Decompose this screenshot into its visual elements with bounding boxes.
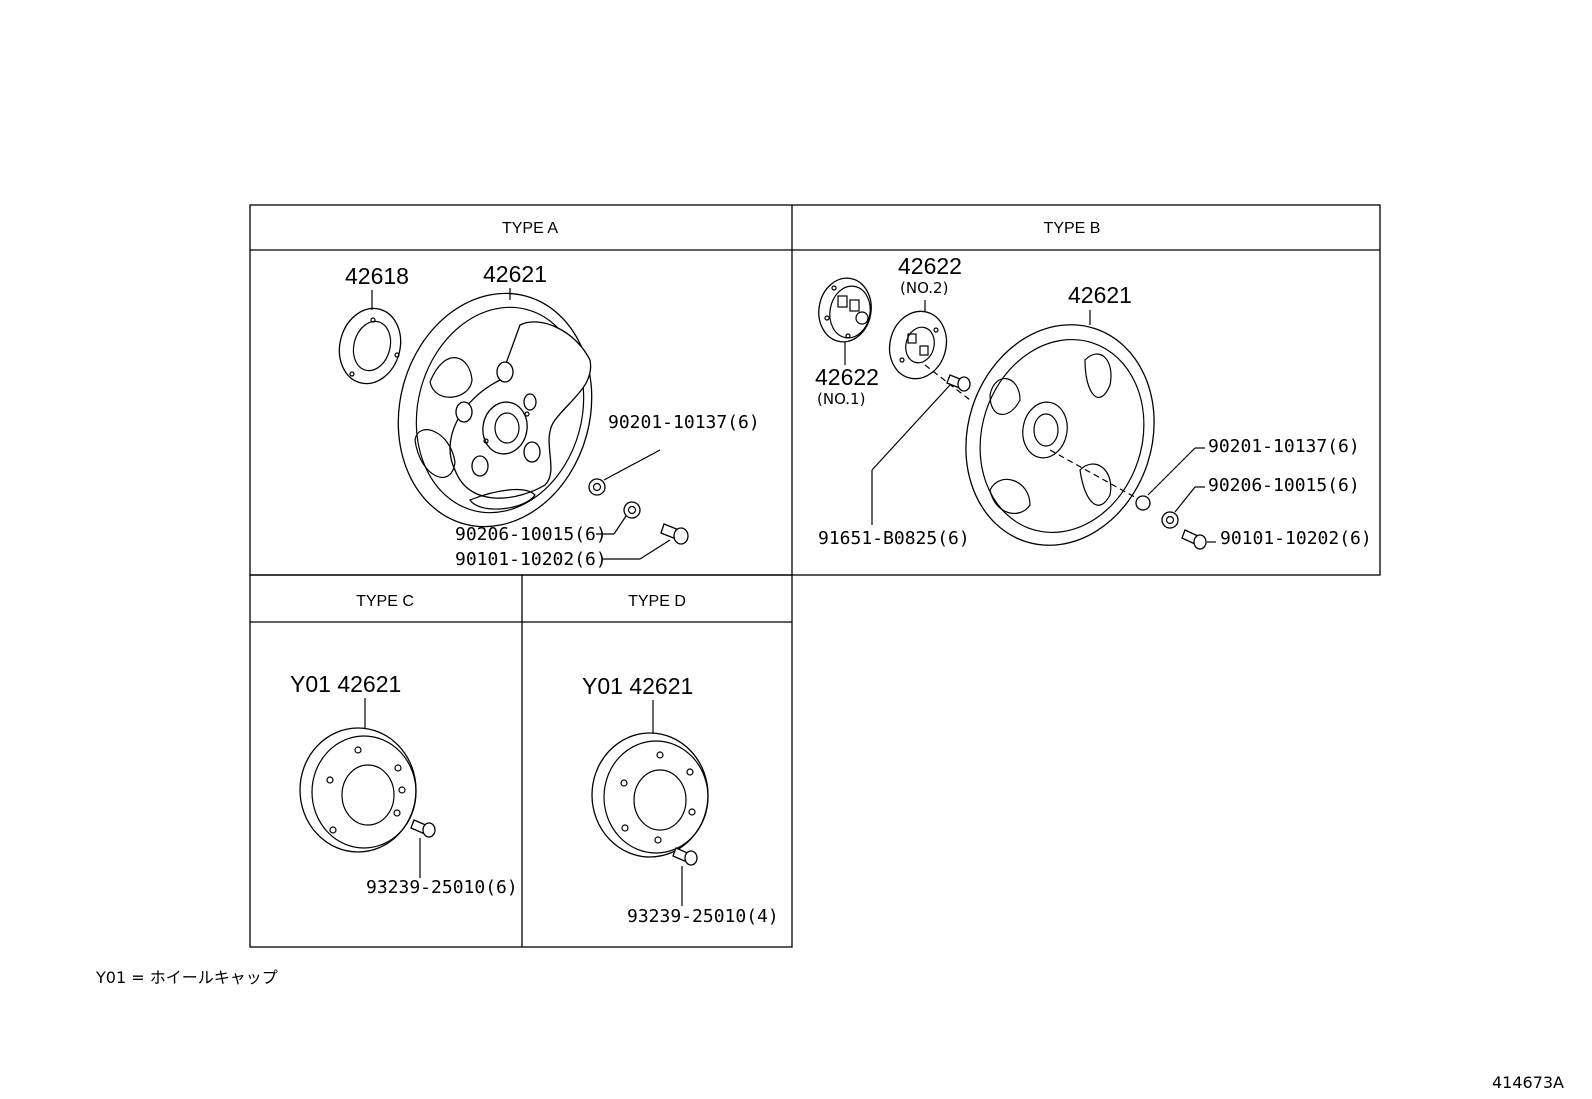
label-90206-10015-type-b: 90206-10015(6) (1208, 475, 1360, 496)
label-y01-42621-type-c: Y01 42621 (290, 671, 401, 697)
label-no1: (NO.1) (817, 390, 865, 408)
bolt-90101-10202-type-b (1181, 529, 1207, 550)
bolt-93239-25010-type-c (410, 819, 436, 838)
wheel-cap-y01-42621-type-d (591, 732, 709, 858)
bolt-93239-25010-type-d (672, 847, 698, 866)
type-d-title: TYPE D (628, 593, 686, 610)
label-no2: (NO.2) (900, 279, 948, 297)
label-y01-42621-type-d: Y01 42621 (582, 673, 693, 699)
figure-id: 414673A (1492, 1073, 1564, 1092)
nut-90201-10137-type-a (588, 478, 606, 496)
wheel-cap-42621-type-b (965, 324, 1155, 546)
wheel-cap-42621-type-a (397, 292, 593, 528)
cap-ring-42618 (338, 307, 402, 385)
type-a-title: TYPE A (502, 220, 558, 237)
label-90201-10137-type-b: 90201-10137(6) (1208, 436, 1360, 457)
label-93239-25010-4: 93239-25010(4) (627, 906, 779, 927)
label-42622-no1: 42622 (815, 364, 879, 390)
bolt-90101-10202-type-a (660, 523, 689, 545)
label-90101-10202-type-b: 90101-10202(6) (1220, 528, 1372, 549)
label-42622-no2: 42622 (898, 253, 962, 279)
type-b-title: TYPE B (1044, 220, 1101, 237)
label-93239-25010-6: 93239-25010(6) (366, 877, 518, 898)
screw-91651-b0825 (946, 374, 971, 392)
ornament-42622-no2 (888, 310, 948, 380)
label-42621-type-b: 42621 (1068, 282, 1132, 308)
diagram-frame (249, 204, 1381, 948)
label-90101-10202-type-a: 90101-10202(6) (455, 549, 607, 570)
nut-90201-10137-type-b (1135, 495, 1151, 511)
label-42621-type-a: 42621 (483, 261, 547, 287)
wheel-cap-y01-42621-type-c (299, 727, 417, 853)
label-90201-10137-type-a: 90201-10137(6) (608, 412, 760, 433)
nut-90206-10015-type-a (623, 501, 641, 519)
footnote: Y01 = ホイールキャップ (95, 968, 278, 987)
nut-90206-10015-type-b (1161, 511, 1179, 529)
label-42618: 42618 (345, 263, 409, 289)
label-90206-10015-type-a: 90206-10015(6) (455, 524, 607, 545)
ornament-42622-no1 (818, 277, 872, 343)
label-91651-b0825: 91651-B0825(6) (818, 528, 970, 549)
type-c-title: TYPE C (356, 593, 414, 610)
